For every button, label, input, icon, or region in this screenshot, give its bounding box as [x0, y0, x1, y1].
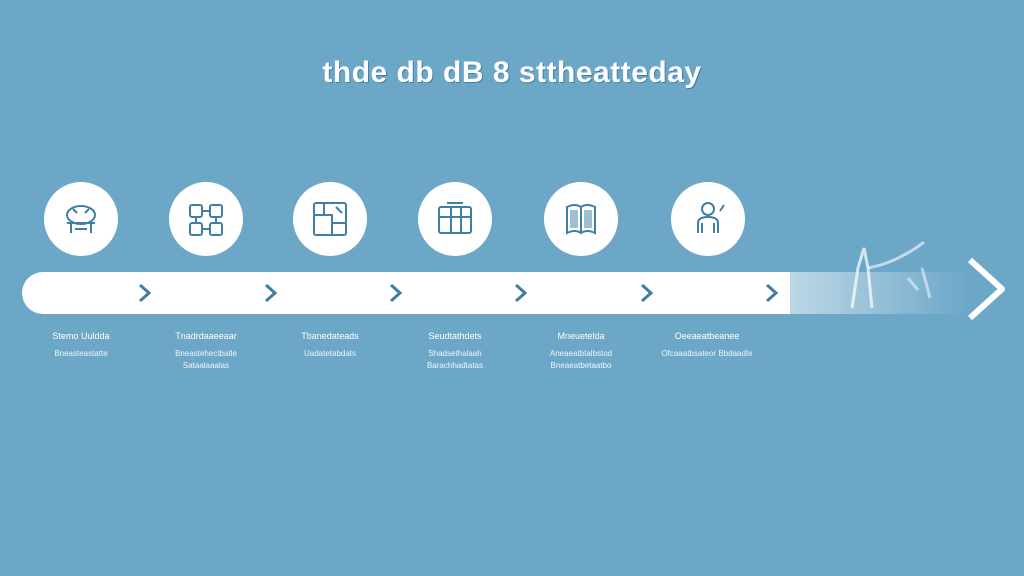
step-caption: Mneuetelda Aneaeatbtalbstod Bneaeatbetaa… — [549, 331, 613, 370]
chevron-right-icon — [139, 283, 152, 303]
step-caption: Tnadrdaaeeaar Bneastehectbatle Sataalaaa… — [175, 331, 237, 370]
person-icon — [671, 182, 745, 256]
book-icon — [544, 182, 618, 256]
walking-figure-icon — [850, 240, 932, 309]
gears-icon — [44, 182, 118, 256]
step-caption: Stemo Uuldda Bneasteastatte — [52, 331, 110, 358]
step-caption: Oeeaeatbeanee Ofcaaatbsateor Bbdaadte — [661, 331, 753, 358]
timeline-bar-fade — [788, 272, 968, 314]
step-caption: Seudtathdets Shadsethalaah Barachhadtata… — [426, 331, 484, 370]
chevron-right-icon — [390, 283, 403, 303]
chevron-right-icon — [641, 283, 654, 303]
chevron-right-icon — [265, 283, 278, 303]
grid-icon — [418, 182, 492, 256]
page-title: thde db dB 8 sttheatteday — [322, 56, 702, 89]
diagram-icon — [293, 182, 367, 256]
step-caption: Tbanedateads Uadatetabdats — [301, 331, 359, 358]
chevron-right-icon — [766, 283, 779, 303]
chevron-right-icon — [515, 283, 528, 303]
arrow-head-icon — [967, 257, 1005, 321]
network-icon — [169, 182, 243, 256]
